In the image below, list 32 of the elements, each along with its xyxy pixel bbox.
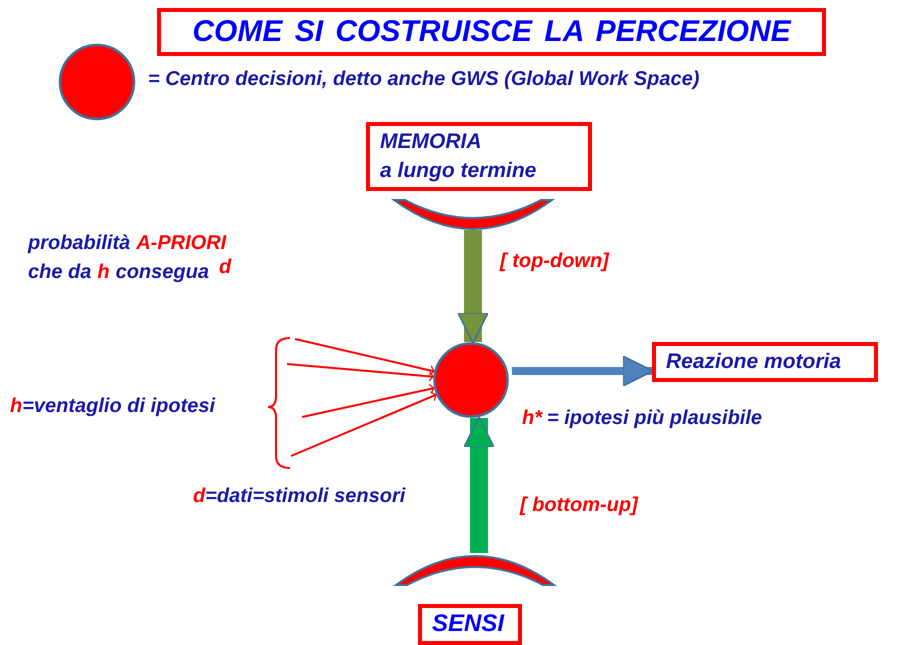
label-text: h [10,395,22,417]
label-text: che da [28,261,92,283]
decision-center-circle [433,342,509,418]
label-text: =dati=stimoli sensori [205,485,406,507]
arrow [302,384,434,418]
label-text: = ipotesi più plausibile [547,407,762,429]
label-text: d [218,256,232,278]
title: COME SI COSTRUISCE LA PERCEZIONE [157,8,826,56]
block-arrow [457,230,489,344]
bracket [266,337,292,470]
text-box [652,342,878,382]
label-text: h* [522,407,542,429]
label-text: A-PRIORI [136,232,226,254]
label-text: consegua [116,261,209,283]
box-text: SENSI [432,609,506,640]
arrow [286,363,434,382]
text-box [418,604,522,645]
block-arrow [463,416,495,553]
edge-label: [ bottom-up] [520,494,638,516]
label-text: probabilità [28,232,130,254]
box-text: Reazione motoria [666,348,842,375]
arrow [294,338,435,376]
text-box [366,122,592,191]
box-text: MEMORIA [380,129,482,156]
edge-label: [ top-down] [500,250,609,272]
box-text: a lungo termine [380,158,538,184]
label-text: h [97,261,110,283]
label-text: =ventaglio di ipotesi [22,395,216,417]
label-text: d [193,485,206,507]
legend-text: = Centro decisioni, detto anche GWS (Global Work Space) [148,68,700,90]
block-arrow [512,355,654,387]
arrow [290,391,437,457]
